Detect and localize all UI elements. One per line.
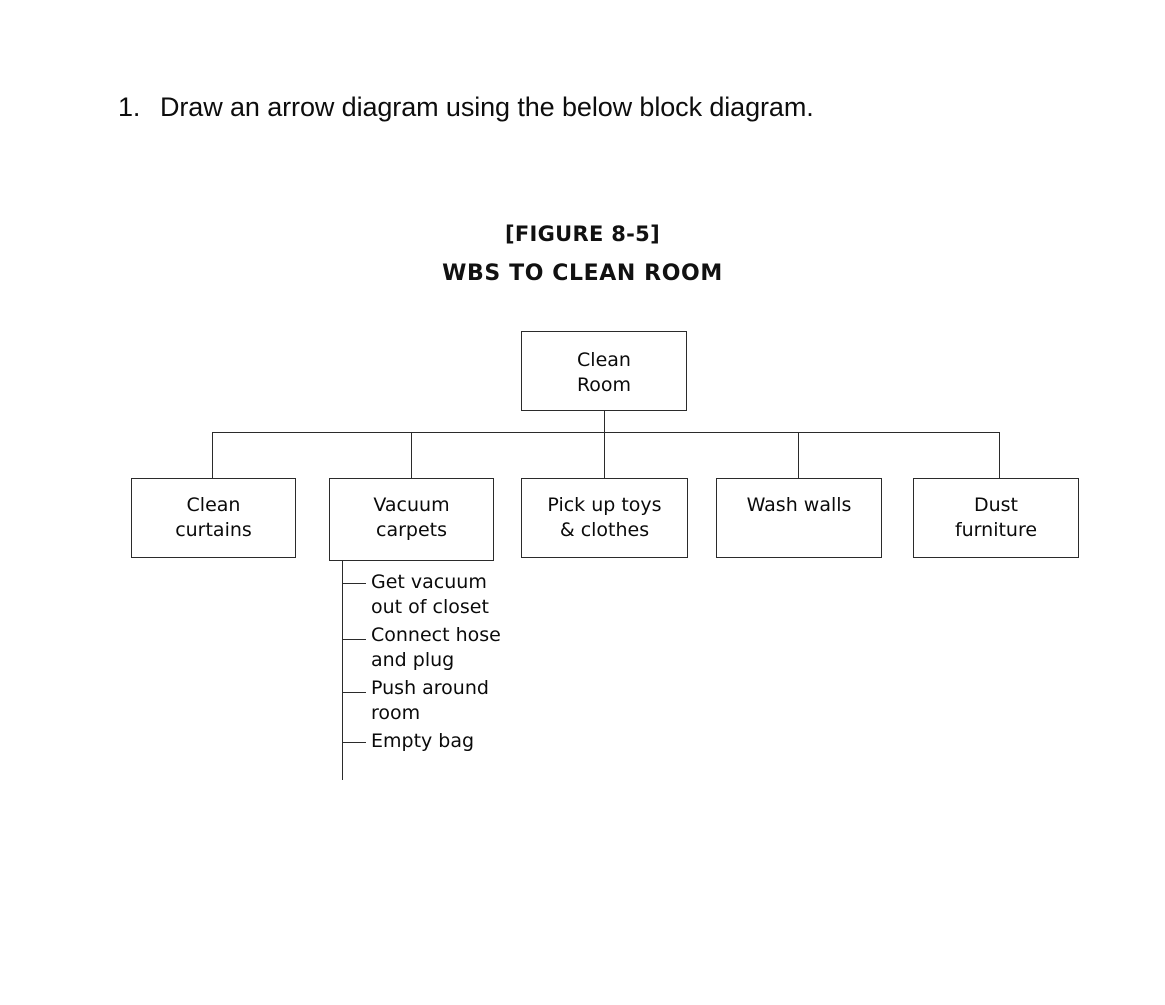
wbs-subtask-line2: and plug [371,649,455,671]
figure-title: WBS TO CLEAN ROOM [442,261,723,286]
wbs-subtask-list: Get vacuum out of closet Connect hose an… [371,570,581,757]
wbs-node-clean-room: Clean Room [521,331,687,411]
wbs-node-line2: furniture [954,519,1038,541]
wbs-node-clean-curtains: Clean curtains [131,478,296,558]
wbs-node-dust-furniture: Dust furniture [913,478,1079,558]
wbs-node-line1: Wash walls [746,494,852,516]
wbs-subtask-item: Push around room [371,676,581,726]
wbs-subtask-line1: Push around [371,677,489,699]
question-number: 1. [118,92,141,122]
wbs-node-line2: & clothes [559,519,650,541]
question-prompt: 1. Draw an arrow diagram using the below… [118,92,1018,123]
wbs-node-line1: Vacuum [373,494,450,516]
wbs-node-line2: carpets [376,519,447,541]
wbs-subtask-line1: Empty bag [371,730,475,752]
wbs-subtask-item: Empty bag [371,729,581,754]
wbs-node-wash-walls: Wash walls [716,478,882,558]
wbs-node-line2: Room [576,374,632,396]
wbs-node-line1: Clean [577,349,631,371]
wbs-node-line1: Clean [186,494,241,516]
figure-label: [FIGURE 8-5] [504,222,660,246]
wbs-node-line1: Dust [973,494,1019,516]
wbs-subtask-line2: room [371,702,421,724]
wbs-node-pick-up-toys: Pick up toys & clothes [521,478,688,558]
wbs-subtask-item: Get vacuum out of closet [371,570,581,620]
wbs-subtask-line1: Connect hose [371,624,501,646]
wbs-subtask-line1: Get vacuum [371,571,487,593]
question-text: Draw an arrow diagram using the below bl… [160,92,814,122]
wbs-subtask-line2: out of closet [371,596,489,618]
wbs-subtask-item: Connect hose and plug [371,623,581,673]
wbs-node-line1: Pick up toys [547,494,662,516]
wbs-node-vacuum-carpets: Vacuum carpets [329,478,494,561]
wbs-node-line2: curtains [175,519,252,541]
